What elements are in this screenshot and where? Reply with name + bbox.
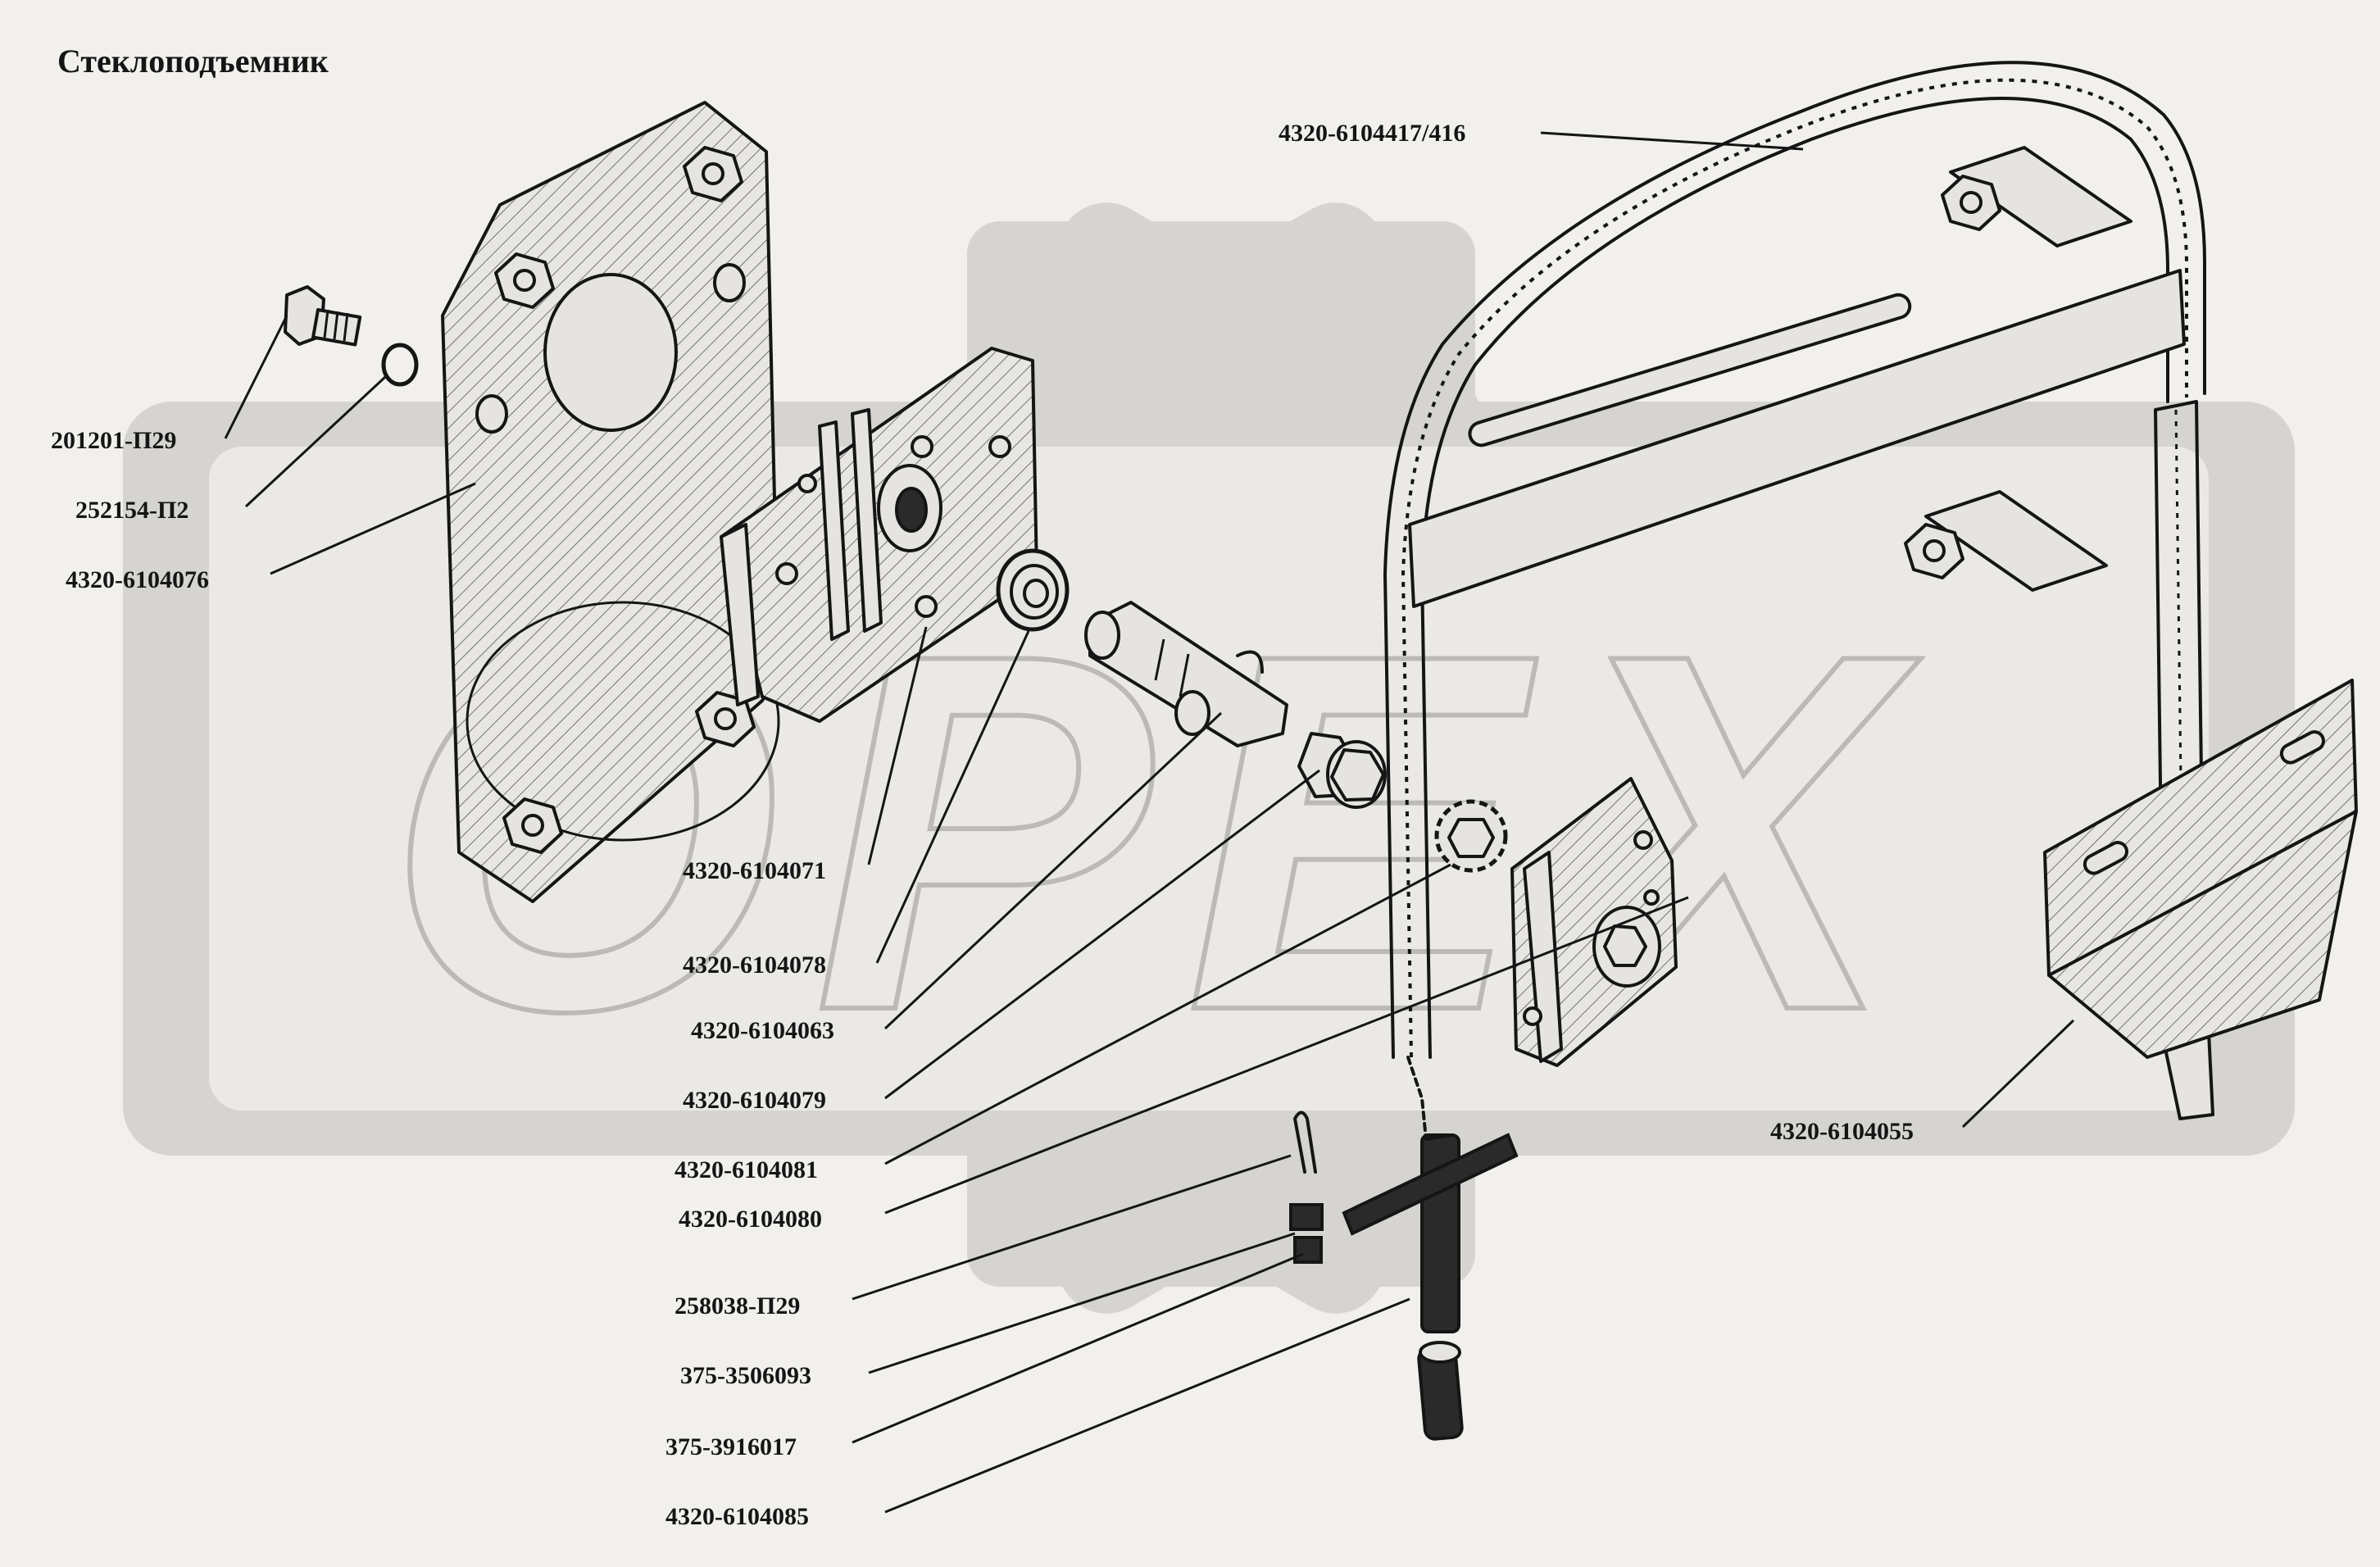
drive-shaft-icon: [1084, 601, 1288, 747]
label-4320-6104076: 4320-6104076: [66, 566, 209, 593]
spring-washer-icon: [381, 343, 419, 387]
hex-nut-icon: [1904, 490, 2108, 592]
window-guide-rail: [1383, 61, 2214, 1120]
bolt-icon: [284, 285, 362, 347]
part-labels: 4320-6104417/416 201201-П29 252154-П2 43…: [51, 120, 1914, 1530]
cable-clip-icon: [1289, 1203, 1324, 1264]
label-4320-6104055: 4320-6104055: [1770, 1118, 1914, 1145]
sector-gear-icon: [1434, 799, 1508, 873]
lower-bracket: [1510, 777, 1678, 1067]
label-375-3506093: 375-3506093: [680, 1362, 811, 1389]
hex-nut-icon: [502, 797, 563, 854]
label-4320-6104079: 4320-6104079: [683, 1087, 826, 1114]
label-252154-p2: 252154-П2: [75, 497, 188, 524]
label-4320-6104080: 4320-6104080: [679, 1206, 822, 1233]
label-4320-6104078: 4320-6104078: [683, 952, 826, 979]
label-4320-6104063: 4320-6104063: [691, 1017, 834, 1044]
label-4320-6104071: 4320-6104071: [683, 857, 826, 884]
gear-housing: [720, 347, 1038, 723]
hex-nut-icon: [494, 252, 555, 309]
label-4320-6104417-416: 4320-6104417/416: [1279, 120, 1465, 147]
spiral-spring-icon: [996, 548, 1070, 632]
hex-nut-icon: [1941, 146, 2132, 248]
label-375-3916017: 375-3916017: [665, 1433, 797, 1460]
label-201201-p29: 201201-П29: [51, 427, 176, 454]
label-258038-p29: 258038-П29: [674, 1292, 800, 1319]
leader-lines: [224, 131, 2075, 1514]
cable-and-tube: [1342, 1056, 1519, 1441]
glass-clamp-plate: [2043, 679, 2358, 1059]
cotter-pin-icon: [1293, 1111, 1317, 1174]
flange-nut-icon: [1297, 732, 1387, 809]
hex-nut-icon: [695, 691, 756, 747]
page-title: Стеклоподъемник: [57, 43, 329, 79]
hex-nut-icon: [683, 146, 743, 202]
label-4320-6104081: 4320-6104081: [674, 1156, 818, 1183]
label-4320-6104085: 4320-6104085: [665, 1503, 809, 1530]
